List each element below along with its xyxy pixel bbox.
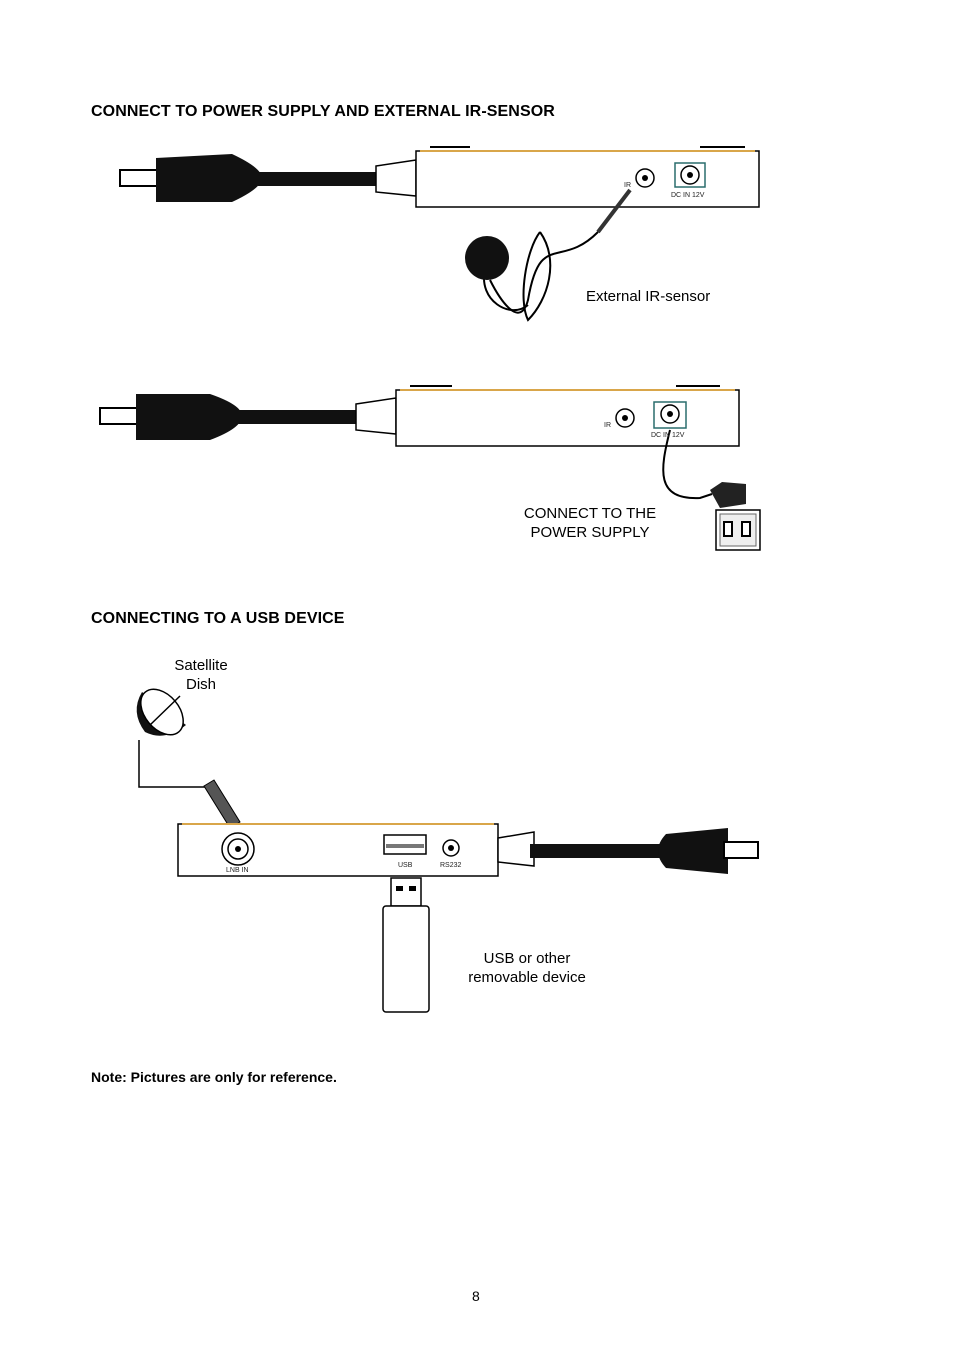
- dc-port-label-1: DC IN 12V: [671, 192, 705, 199]
- power-supply-callout-line2: POWER SUPPLY: [530, 524, 650, 541]
- usb-device-callout: USB or other removable device: [460, 949, 594, 987]
- section-heading-usb: CONNECTING TO A USB DEVICE: [91, 610, 345, 627]
- diagram-ir-sensor: [119, 146, 760, 322]
- diagram-power-supply: [99, 385, 761, 551]
- satellite-dish-label-line1: Satellite: [174, 657, 228, 674]
- ir-port-label-1: IR: [624, 182, 631, 189]
- usb-stick-connector: [390, 877, 422, 907]
- usb-device-callout-line1: USB or other: [483, 950, 571, 967]
- cable-1: [258, 172, 380, 186]
- ir-port-label-2: IR: [604, 422, 611, 429]
- lnb-port-label: LNB IN: [226, 867, 249, 874]
- plug-body-1: [156, 154, 262, 202]
- power-supply-callout: CONNECT TO THE POWER SUPPLY: [516, 504, 664, 542]
- dc-port-label-2: DC IN 12V: [651, 432, 685, 439]
- ir-sensor-head: [465, 236, 509, 280]
- page-number: 8: [472, 1288, 480, 1304]
- ir-sensor-callout: External IR-sensor: [586, 288, 711, 305]
- power-supply-callout-line1: CONNECT TO THE: [523, 505, 657, 522]
- power-adapter: [710, 482, 746, 508]
- usb-port-label: USB: [398, 862, 413, 869]
- satellite-dish-label: Satellite Dish: [160, 656, 242, 694]
- satellite-dish-label-line2: Dish: [185, 676, 216, 693]
- device-body-1: [415, 150, 760, 208]
- plug-prongs-1: [119, 169, 159, 187]
- device-body-2: [395, 389, 740, 447]
- usb-stick-body: [382, 905, 430, 1013]
- diagram-usb: [136, 688, 759, 1013]
- reference-note: Note: Pictures are only for reference.: [91, 1069, 337, 1085]
- section-heading-power-ir: CONNECT TO POWER SUPPLY AND EXTERNAL IR-…: [91, 103, 555, 120]
- rs232-port-label: RS232: [440, 862, 462, 869]
- usb-device-callout-line2: removable device: [468, 969, 586, 986]
